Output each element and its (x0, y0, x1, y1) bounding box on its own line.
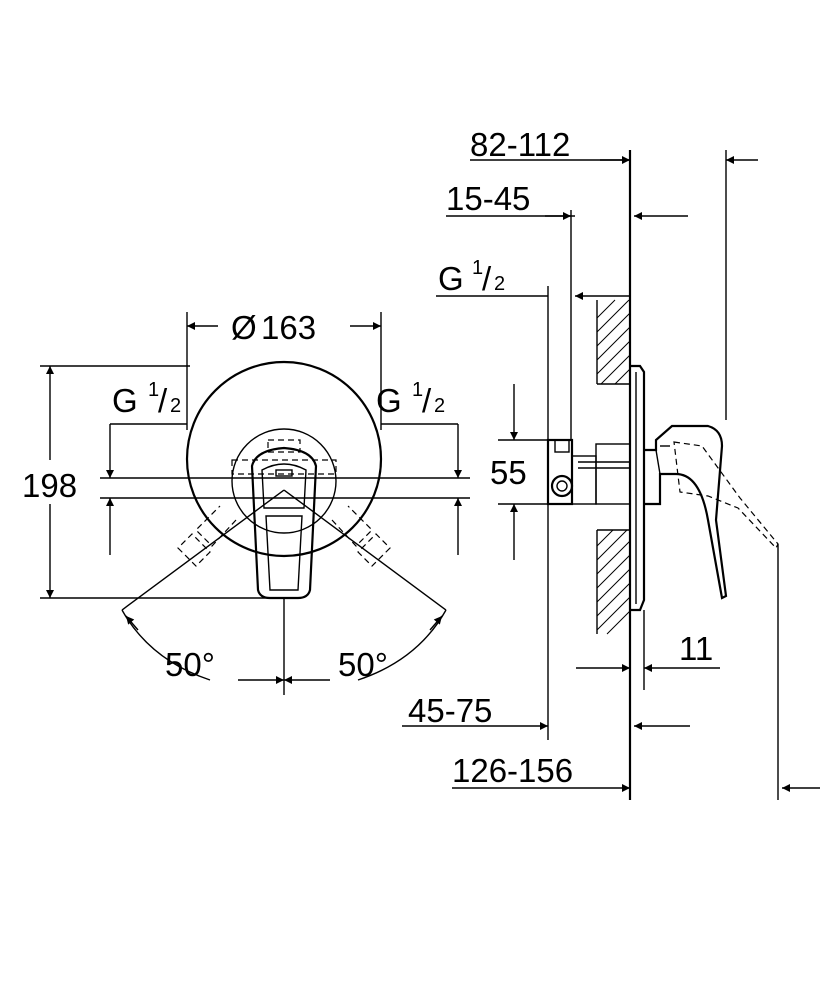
connector-bracket (177, 439, 391, 567)
left-connection-denominator: 2 (170, 395, 181, 417)
right-connection-letter: G (376, 382, 402, 419)
diameter-value: 163 (261, 309, 316, 346)
rosette-outline (185, 360, 383, 558)
overall-range: 126-156 (452, 752, 573, 789)
spacing-value: 55 (490, 454, 527, 491)
right-connection-numerator: 1 (412, 379, 423, 401)
left-angle: 50° (165, 646, 215, 683)
side-view: 82-112 15-45 G 1 / 2 55 11 45-75 126-156 (402, 126, 820, 800)
height-value: 198 (22, 467, 77, 504)
depth-range-mid: 15-45 (446, 180, 530, 217)
side-connection-numerator: 1 (472, 257, 483, 279)
left-connection-letter: G (112, 382, 138, 419)
svg-text:/: / (158, 382, 168, 419)
side-connection-denominator: 2 (494, 273, 505, 295)
recess-range: 45-75 (408, 692, 492, 729)
front-view: Ø 163 198 G 1 / 2 G 1 / 2 50° 50° (22, 309, 470, 695)
right-connection-denominator: 2 (434, 395, 445, 417)
handle (250, 446, 318, 600)
right-angle: 50° (338, 646, 388, 683)
cover-thickness: 11 (679, 630, 713, 667)
diameter-symbol: Ø (231, 309, 257, 346)
mixer-body (546, 438, 631, 506)
depth-range-total: 82-112 (470, 126, 570, 163)
svg-text:/: / (482, 260, 492, 297)
cartridge-outline (231, 428, 337, 534)
wall-section-upper (596, 299, 631, 385)
lever-profile (644, 424, 779, 600)
wall-section-lower (596, 529, 631, 635)
side-connection-letter: G (438, 260, 464, 297)
left-connection-numerator: 1 (148, 379, 159, 401)
svg-text:/: / (422, 382, 432, 419)
